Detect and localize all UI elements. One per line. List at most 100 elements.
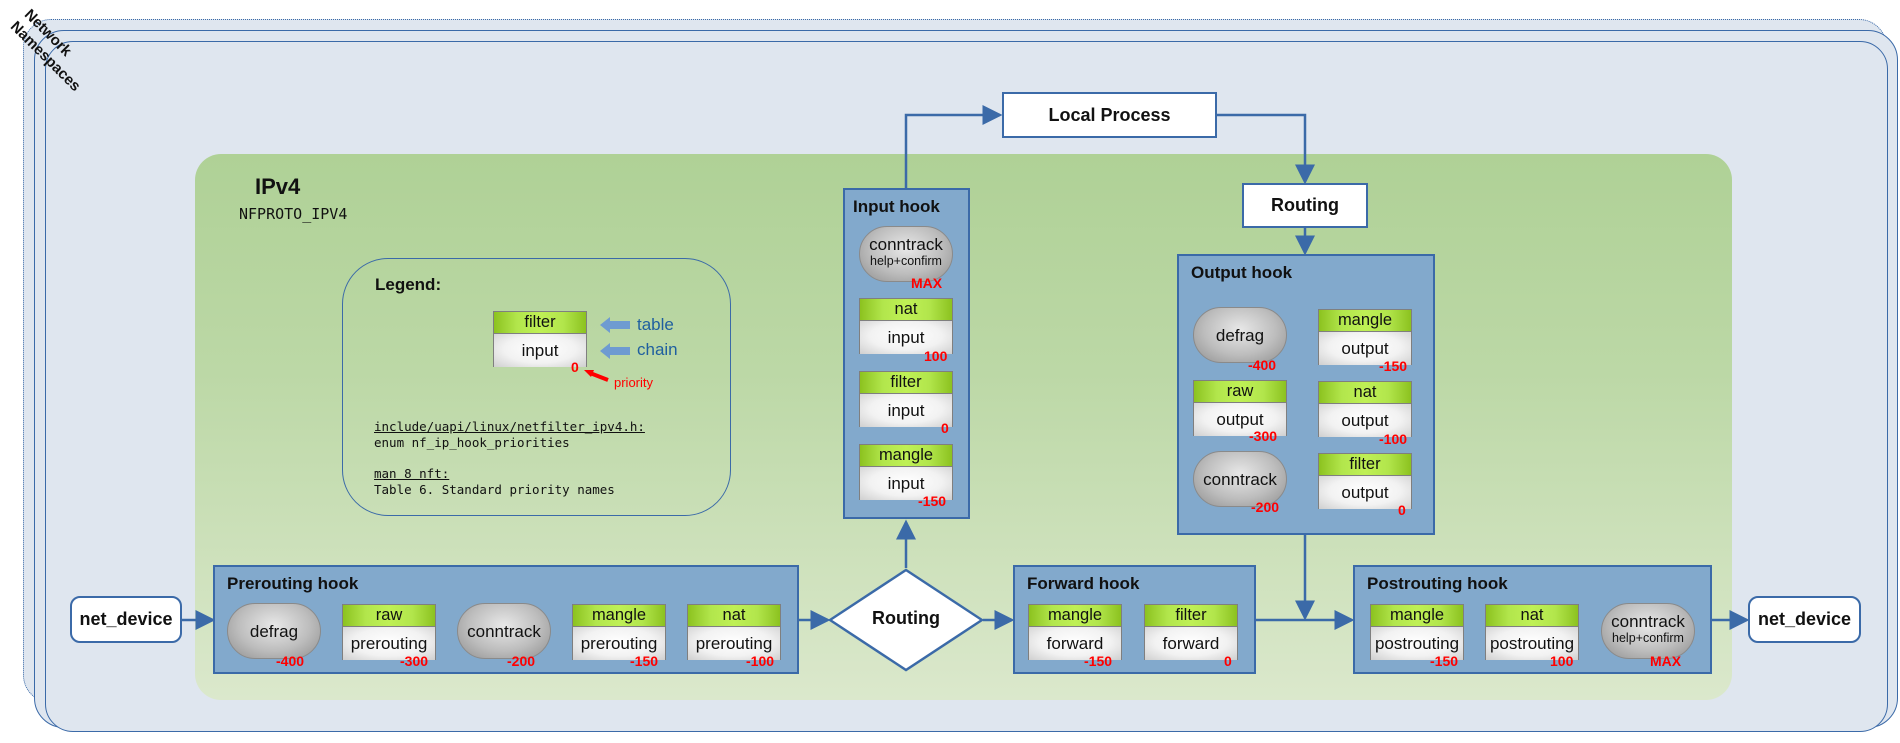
priority-value: -200 (1251, 499, 1280, 515)
priority-value: 100 (1550, 653, 1574, 669)
edge-input-localprocess (904, 105, 1003, 188)
table-name: raw (1194, 381, 1286, 403)
defrag-label: defrag (249, 622, 299, 641)
priority-value: -150 (918, 493, 947, 509)
priority-value: -150 (1084, 653, 1113, 669)
ipv4-title: IPv4 (255, 174, 301, 199)
forward-hook-title: Forward hook (1027, 574, 1140, 593)
chain-name: postrouting (1371, 627, 1463, 660)
legend-priority-value: 0 (571, 359, 579, 375)
table-name: filter (1145, 605, 1237, 627)
conntrack-sublabel: help+confirm (870, 254, 942, 268)
chain-name: forward (1145, 627, 1237, 660)
legend-table-label: table (637, 315, 674, 334)
edge-localprocess-routing (1216, 113, 1315, 185)
priority-value: MAX (1650, 653, 1682, 669)
priority-value: -150 (1379, 358, 1408, 374)
legend-table-name: filter (494, 312, 586, 334)
priority-value: MAX (911, 275, 943, 291)
conntrack-label: conntrack (1203, 470, 1277, 489)
legend-priority-arrow-icon (584, 370, 609, 382)
priority-value: -400 (276, 653, 305, 669)
net-device-in[interactable]: net_device (70, 596, 182, 643)
chain-name: input (860, 321, 952, 354)
net-device-out[interactable]: net_device (1748, 596, 1861, 643)
table-name: nat (860, 299, 952, 321)
chain-name: forward (1029, 627, 1121, 660)
legend-chain-arrow-icon (600, 343, 630, 359)
output-conntrack[interactable]: conntrack (1193, 451, 1287, 507)
conntrack-sublabel: help+confirm (1612, 631, 1684, 645)
chain-name: output (1319, 332, 1411, 365)
priority-value: -300 (1249, 428, 1278, 444)
table-name: mangle (573, 605, 665, 627)
priority-value: 0 (1224, 653, 1232, 669)
chain-name: postrouting (1486, 627, 1578, 660)
table-name: nat (1486, 605, 1578, 627)
output-hook-title: Output hook (1191, 263, 1293, 282)
legend-example-chain: filter input (493, 311, 587, 367)
table-name: mangle (860, 445, 952, 467)
legend-chain-label: chain (637, 340, 678, 359)
table-name: mangle (1319, 310, 1411, 332)
postrouting-hook-title: Postrouting hook (1367, 574, 1508, 593)
table-name: filter (860, 372, 952, 394)
table-name: mangle (1371, 605, 1463, 627)
legend-box (342, 258, 731, 516)
prerouting-defrag[interactable]: defrag (227, 603, 321, 659)
priority-value: -400 (1248, 357, 1277, 373)
table-name: nat (1319, 382, 1411, 404)
local-process-box[interactable]: Local Process (1002, 92, 1217, 138)
table-name: nat (688, 605, 780, 627)
legend-priority-label: priority (614, 375, 654, 390)
routing-decision-diamond[interactable] (828, 568, 984, 672)
chain-name: output (1319, 476, 1411, 509)
legend-ref1-title-text: include/uapi/linux/netfilter_ipv4.h: (374, 419, 645, 434)
priority-value: 100 (924, 348, 948, 364)
priority-value: 0 (941, 420, 949, 436)
chain-name: prerouting (343, 627, 435, 660)
defrag-label: defrag (1215, 326, 1265, 345)
legend-ref1-title: include/uapi/linux/netfilter_ipv4.h: (374, 419, 645, 434)
table-name: filter (1319, 454, 1411, 476)
chain-name: input (860, 394, 952, 427)
output-defrag[interactable]: defrag (1193, 307, 1287, 363)
ipv4-subtitle: NFPROTO_IPV4 (239, 205, 348, 223)
legend-ref2-title-text: man 8 nft: (374, 466, 450, 481)
priority-value: -150 (1430, 653, 1459, 669)
table-name: mangle (1029, 605, 1121, 627)
priority-value: -200 (507, 653, 536, 669)
legend-title: Legend: (375, 275, 442, 294)
legend-table-arrow-icon (600, 317, 630, 333)
priority-value: -100 (746, 653, 775, 669)
legend-chain-name: input (494, 334, 586, 367)
prerouting-hook-title: Prerouting hook (227, 574, 359, 593)
legend-ref2-text: Table 6. Standard priority names (374, 482, 615, 497)
priority-value: -100 (1379, 431, 1408, 447)
routing-output-box[interactable]: Routing (1242, 183, 1368, 228)
priority-value: 0 (1398, 502, 1406, 518)
conntrack-label: conntrack (467, 622, 541, 641)
prerouting-conntrack[interactable]: conntrack (457, 603, 551, 659)
priority-value: -150 (630, 653, 659, 669)
chain-name: input (860, 467, 952, 500)
chain-name: output (1319, 404, 1411, 437)
chain-name: prerouting (688, 627, 780, 660)
legend-ref1-text: enum nf_ip_hook_priorities (374, 435, 570, 450)
